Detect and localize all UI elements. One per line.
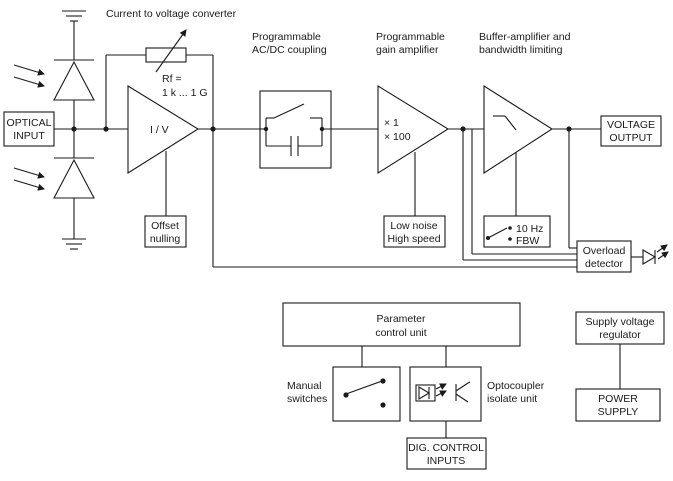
converter-title: Current to voltage converter (106, 8, 237, 20)
voltage-output-block: VOLTAGE OUTPUT (600, 115, 662, 147)
optical-input-block: OPTICAL INPUT (3, 111, 55, 147)
supply-label-1: Supply voltage (586, 316, 655, 328)
iv-amplifier: I / V (127, 85, 200, 174)
optical-input-label-2: INPUT (13, 130, 45, 142)
rf-label-1: Rf = (162, 73, 182, 85)
overload-label-2: detector (585, 258, 623, 270)
dig-label-1: DIG. CONTROL (408, 442, 484, 454)
feedback-resistor (105, 29, 214, 129)
gain-title-2: gain amplifier (376, 44, 439, 56)
photodiode-lower (53, 129, 95, 239)
power-label-2: SUPPLY (598, 406, 639, 418)
coupling-title-2: AC/DC coupling (252, 44, 327, 56)
light-arrows-lower (13, 167, 45, 191)
offset-nulling-block: Offset nulling (144, 215, 187, 248)
supply-label-2: regulator (599, 329, 641, 341)
photodiode-upper (53, 59, 95, 129)
parameter-label-1: Parameter (376, 313, 426, 325)
low-noise-block: Low noise High speed (383, 215, 446, 248)
power-supply-block: POWER SUPPLY (575, 388, 661, 422)
dig-control-block: DIG. CONTROL INPUTS (406, 437, 487, 470)
coupling-title-1: Programmable (252, 31, 321, 43)
manual-label-1: Manual (287, 380, 321, 392)
gain-title-1: Programmable (376, 31, 445, 43)
power-label-1: POWER (598, 393, 638, 405)
gain-x100-label: × 100 (384, 131, 411, 143)
opto-label-1: Optocoupler (487, 380, 545, 392)
manual-label-2: switches (287, 393, 327, 405)
parameter-label-2: control unit (375, 327, 426, 339)
gain-amplifier: × 1 × 100 (377, 85, 450, 174)
buffer-title-1: Buffer-amplifier and (479, 31, 571, 43)
photodiode-column (13, 10, 95, 250)
optocoupler-icon (415, 381, 471, 403)
optocoupler-block (409, 366, 482, 422)
noise-label-2: High speed (387, 233, 440, 245)
parameter-control-block: Parameter control unit (282, 302, 521, 347)
overload-wiring (212, 129, 577, 268)
opto-label-2: isolate unit (487, 393, 537, 405)
ground-symbol-bottom (62, 238, 86, 250)
dig-label-2: INPUTS (427, 455, 466, 467)
rf-label-2: 1 k ... 1 G (162, 87, 208, 99)
acdc-coupling-block (259, 90, 332, 169)
overload-label-1: Overload (583, 245, 626, 257)
manual-switches-block (332, 366, 401, 422)
buffer-title-2: bandwidth limiting (479, 44, 563, 56)
bw-fbw-label: FBW (516, 235, 539, 247)
light-arrows-upper (13, 64, 45, 88)
overload-detector-block: Overload detector (576, 240, 632, 273)
bandwidth-block: 10 Hz FBW (483, 215, 551, 248)
bw-10hz-label: 10 Hz (516, 223, 543, 235)
led-indicator-icon (642, 244, 669, 265)
buffer-amplifier (483, 85, 554, 175)
voltage-output-label-1: VOLTAGE (607, 119, 655, 131)
offset-label-1: Offset (151, 220, 179, 232)
offset-label-2: nulling (150, 233, 181, 245)
optical-input-label-1: OPTICAL (7, 117, 52, 129)
gain-x1-label: × 1 (384, 117, 399, 129)
supply-regulator-block: Supply voltage regulator (575, 311, 665, 345)
ground-symbol-top (62, 10, 86, 60)
voltage-output-label-2: OUTPUT (609, 132, 653, 144)
iv-label: I / V (150, 124, 169, 136)
noise-label-1: Low noise (390, 220, 437, 232)
